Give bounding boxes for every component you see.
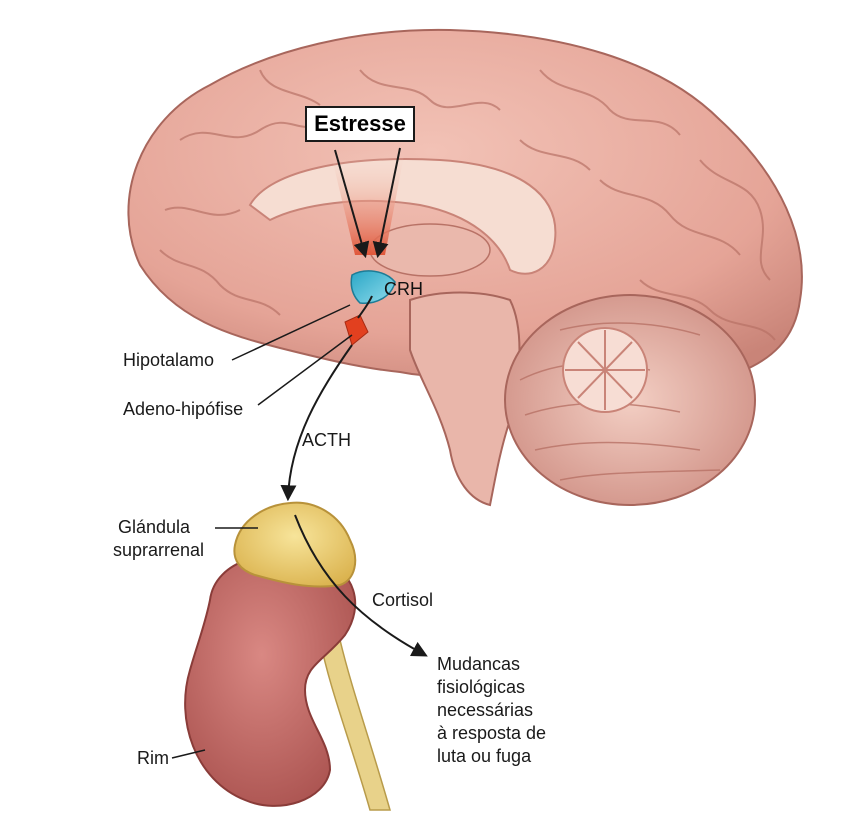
- changes-line-3: necessárias: [437, 699, 533, 721]
- crh-label: CRH: [384, 278, 423, 300]
- acth-label: ACTH: [302, 429, 351, 451]
- hypothalamus-label: Hipotalamo: [123, 349, 214, 371]
- adrenal-label-line2: suprarrenal: [113, 539, 204, 561]
- cortisol-label: Cortisol: [372, 589, 433, 611]
- ureter: [320, 640, 390, 810]
- changes-line-4: à resposta de: [437, 722, 546, 744]
- changes-line-1: Mudancas: [437, 653, 520, 675]
- acth-arrow: [288, 345, 352, 498]
- stress-label-box: Estresse: [305, 106, 415, 142]
- cerebellum: [505, 295, 755, 505]
- brainstem: [410, 293, 519, 506]
- kidney-label: Rim: [137, 747, 169, 769]
- changes-line-2: fisiológicas: [437, 676, 525, 698]
- kidney-group: [185, 503, 390, 810]
- adenohypophysis-label: Adeno-hipófise: [123, 398, 243, 420]
- changes-line-5: luta ou fuga: [437, 745, 531, 767]
- adrenal-label-line1: Glándula: [118, 516, 190, 538]
